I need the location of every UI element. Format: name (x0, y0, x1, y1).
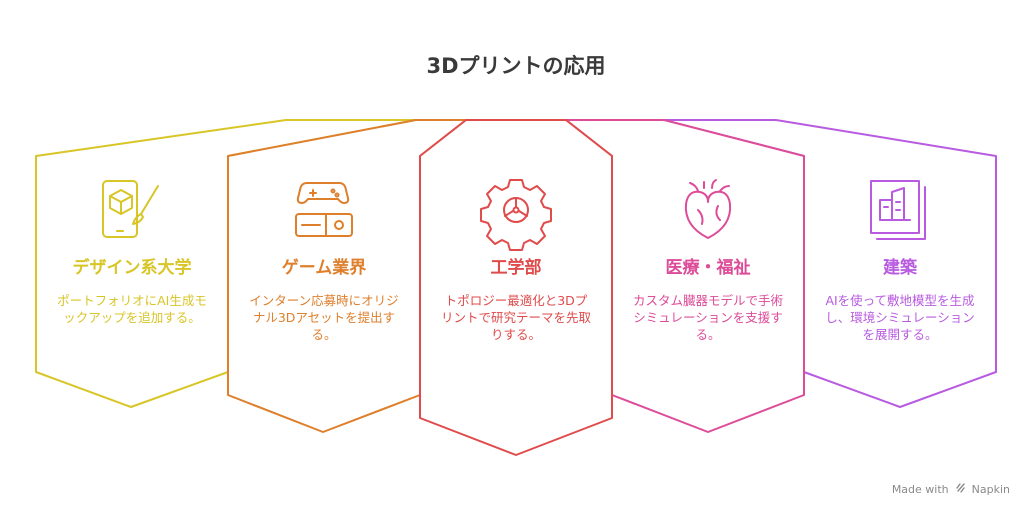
gamepad-console-icon (295, 182, 353, 237)
gear-icon (480, 179, 552, 251)
phone-cube-brush-icon (102, 180, 159, 238)
panel-description: AIを使って敷地模型を生成し、環境シミュレーションを展開する。 (825, 293, 975, 342)
panel-description: ポートフォリオにAI生成モックアップを追加する。 (57, 293, 207, 325)
heart-organ-icon (684, 179, 732, 239)
panel-description: トポロジー最適化と3Dプリントで研究テーマを先取りする。 (441, 293, 592, 342)
panel-engineering-shape (419, 119, 613, 456)
watermark-brand: Napkin (971, 483, 1010, 496)
panel-architecture: 建築 AIを使って敷地模型を生成し、環境シミュレーションを展開する。 (825, 253, 975, 343)
panel-heading: ゲーム業界 (281, 258, 367, 278)
panel-engineering: 工学部 トポロジー最適化と3Dプリントで研究テーマを先取りする。 (441, 253, 591, 343)
watermark-made-with: Made with (891, 483, 949, 496)
panel-heading: 工学部 (490, 258, 542, 278)
panel-medical: 医療・福祉 カスタム臓器モデルで手術シミュレーションを支援する。 (633, 253, 783, 343)
panel-description: インターン応募時にオリジナル3Dアセットを提出する。 (249, 293, 399, 342)
panel-heading: 建築 (883, 258, 917, 278)
page-title: 3Dプリントの応用 (426, 54, 606, 78)
panel-design: デザイン系大学 ポートフォリオにAI生成モックアップを追加する。 (57, 253, 207, 326)
panel-description: カスタム臓器モデルで手術シミュレーションを支援する。 (633, 293, 784, 342)
napkin-logo-icon (956, 483, 965, 493)
napkin-watermark[interactable]: Made with Napkin (892, 483, 1010, 496)
panel-heading: デザイン系大学 (72, 258, 192, 278)
building-plans-icon (870, 180, 926, 240)
panel-game: ゲーム業界 インターン応募時にオリジナル3Dアセットを提出する。 (249, 253, 399, 343)
panel-heading: 医療・福祉 (665, 258, 751, 278)
